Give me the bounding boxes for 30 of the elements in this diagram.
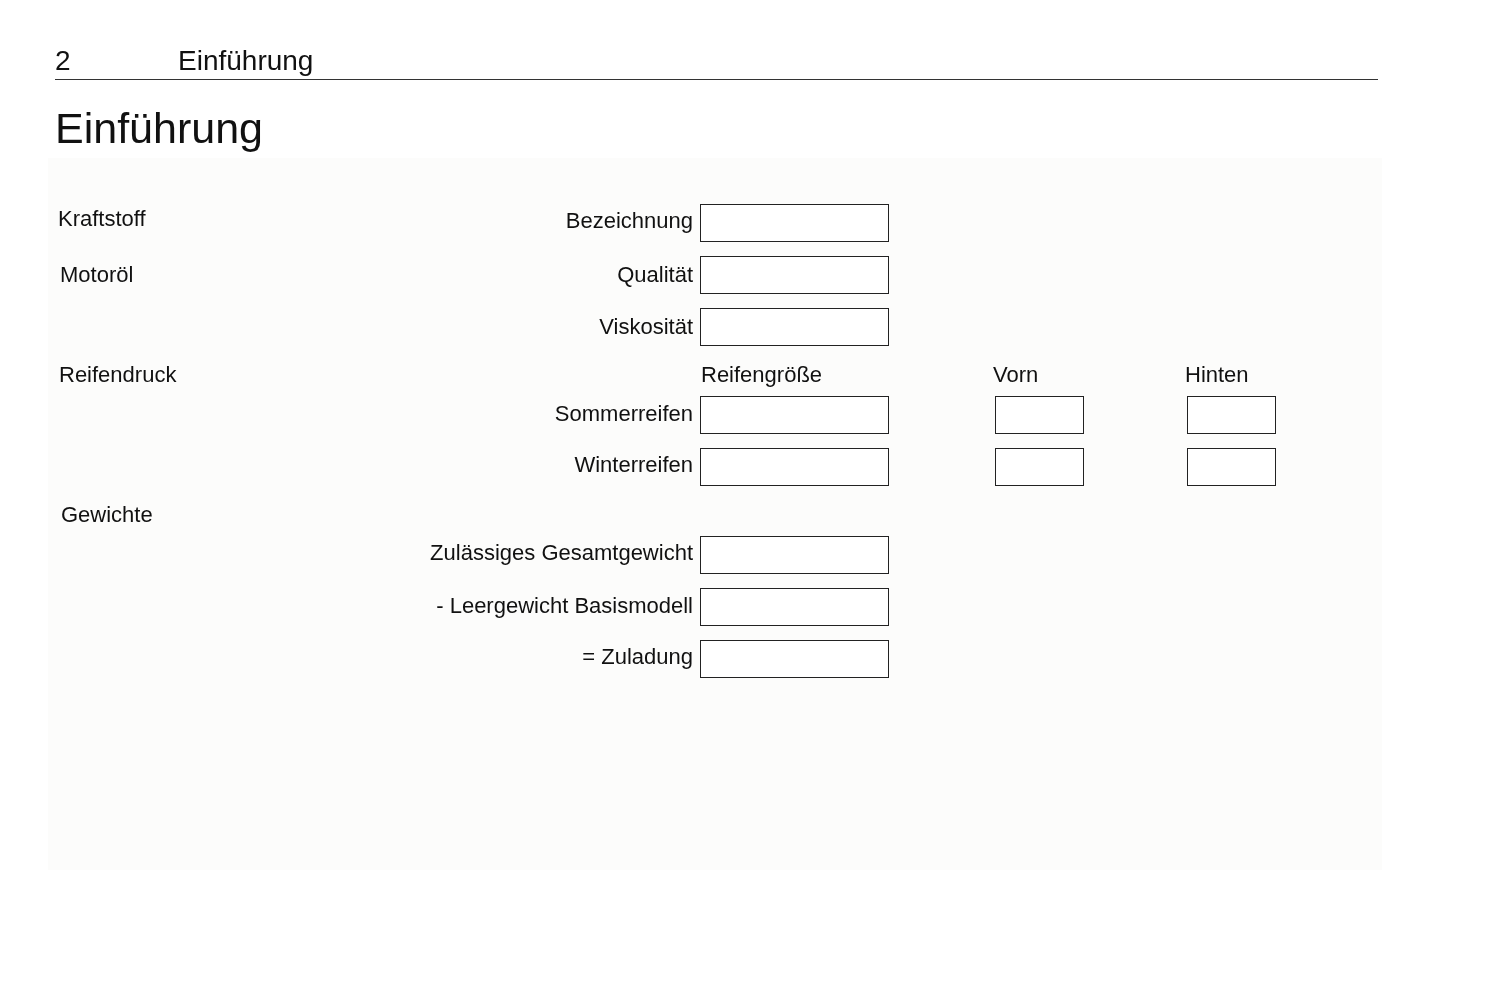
field-label: = Zuladung	[582, 644, 693, 671]
input-field	[700, 536, 889, 574]
section-label: Gewichte	[61, 502, 153, 529]
field-label: Qualität	[617, 262, 693, 289]
section-label: Motoröl	[60, 262, 134, 289]
input-field	[995, 448, 1084, 486]
column-header: Vorn	[993, 362, 1039, 389]
input-field	[700, 640, 889, 678]
input-field	[700, 588, 889, 626]
page-title: Einführung	[55, 103, 263, 154]
section-label: Kraftstoff	[58, 206, 146, 233]
field-label: Zulässiges Gesamtgewicht	[430, 540, 693, 567]
field-label: - Leergewicht Basismodell	[436, 593, 693, 620]
input-field	[1187, 448, 1276, 486]
input-field	[1187, 396, 1276, 434]
section-label: Reifendruck	[59, 362, 177, 389]
input-field	[700, 256, 889, 294]
input-field	[700, 448, 889, 486]
input-field	[700, 396, 889, 434]
page-number: 2	[55, 43, 71, 78]
field-label: Bezeichnung	[565, 208, 693, 235]
input-field	[700, 308, 889, 346]
input-field	[700, 204, 889, 242]
input-field	[995, 396, 1084, 434]
field-label: Sommerreifen	[554, 401, 693, 428]
field-label: Winterreifen	[574, 452, 693, 479]
field-label: Viskosität	[599, 314, 693, 341]
column-header: Reifengröße	[701, 362, 823, 389]
running-header: Einführung	[178, 43, 314, 78]
column-header: Hinten	[1185, 362, 1249, 389]
